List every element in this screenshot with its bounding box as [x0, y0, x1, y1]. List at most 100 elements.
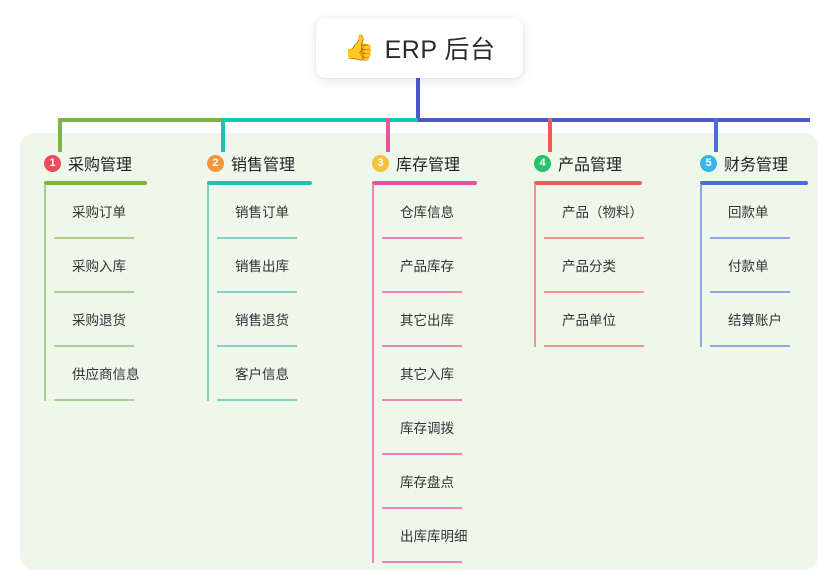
leaf-item-underline: [382, 453, 462, 455]
leaf-item[interactable]: 其它入库: [372, 347, 477, 401]
leaf-item-label: 采购订单: [72, 205, 126, 220]
leaf-item-underline: [710, 237, 790, 239]
leaf-item[interactable]: 客户信息: [207, 347, 312, 401]
column-title-4: 产品管理: [558, 157, 623, 174]
leaf-item-underline: [217, 399, 297, 401]
leaf-spine-4: [534, 185, 536, 347]
leaf-item[interactable]: 库存调拨: [372, 401, 477, 455]
column-badge-2: 2: [207, 154, 224, 172]
leaf-item[interactable]: 销售退货: [207, 293, 312, 347]
leaf-item[interactable]: 付款单: [700, 239, 808, 293]
leaf-item[interactable]: 仓库信息: [372, 185, 477, 239]
connector-drop-3: [386, 118, 390, 152]
connector-drop-1: [58, 118, 62, 152]
leaf-item-underline: [382, 237, 462, 239]
leaf-item[interactable]: 回款单: [700, 185, 808, 239]
leaf-item[interactable]: 产品库存: [372, 239, 477, 293]
column-underline-4: [534, 181, 642, 185]
leaf-item[interactable]: 出库库明细: [372, 509, 477, 563]
leaf-item[interactable]: 采购订单: [44, 185, 147, 239]
leaf-item[interactable]: 供应商信息: [44, 347, 147, 401]
column-title-1: 采购管理: [68, 157, 133, 174]
leaf-item-label: 销售订单: [235, 205, 289, 220]
diagram-panel-background: [20, 133, 818, 570]
column-underline-5: [700, 181, 808, 185]
leaf-item-underline: [217, 345, 297, 347]
column-underline-2: [207, 181, 312, 185]
leaf-item-label: 其它出库: [400, 313, 454, 328]
connector-drop-4: [548, 118, 552, 152]
leaf-item[interactable]: 产品（物料）: [534, 185, 644, 239]
leaf-item-label: 结算账户: [728, 313, 782, 328]
leaf-group-3: 仓库信息产品库存其它出库其它入库库存调拨库存盘点出库库明细: [372, 185, 477, 563]
leaf-item[interactable]: 其它出库: [372, 293, 477, 347]
column-header-4[interactable]: 4 产品管理: [534, 150, 642, 176]
leaf-item-label: 付款单: [728, 259, 769, 274]
leaf-item-underline: [544, 291, 644, 293]
leaf-item-underline: [217, 237, 297, 239]
leaf-spine-1: [44, 185, 46, 401]
bus-segment-blue: [418, 118, 810, 122]
leaf-item-underline: [54, 345, 134, 347]
leaf-spine-5: [700, 185, 702, 347]
leaf-item-underline: [544, 345, 644, 347]
root-node-title: ERP 后台: [384, 36, 496, 64]
leaf-item-label: 采购入库: [72, 259, 126, 274]
column-title-5: 财务管理: [724, 157, 789, 174]
leaf-item[interactable]: 采购退货: [44, 293, 147, 347]
leaf-item-label: 产品库存: [400, 259, 454, 274]
leaf-item[interactable]: 采购入库: [44, 239, 147, 293]
leaf-item-label: 销售退货: [235, 313, 289, 328]
column-badge-1: 1: [44, 154, 61, 172]
leaf-item-underline: [382, 291, 462, 293]
leaf-item[interactable]: 产品单位: [534, 293, 644, 347]
leaf-item-underline: [217, 291, 297, 293]
leaf-group-5: 回款单付款单结算账户: [700, 185, 808, 347]
leaf-item[interactable]: 库存盘点: [372, 455, 477, 509]
leaf-item-underline: [54, 399, 134, 401]
column-underline-3: [372, 181, 477, 185]
leaf-item-underline: [382, 507, 462, 509]
leaf-item-underline: [382, 399, 462, 401]
connector-drop-5: [714, 118, 718, 152]
leaf-item-underline: [710, 345, 790, 347]
leaf-item[interactable]: 产品分类: [534, 239, 644, 293]
bus-segment-green: [60, 118, 227, 122]
leaf-item-underline: [54, 237, 134, 239]
leaf-item-label: 客户信息: [235, 367, 289, 382]
column-4: 4 产品管理产品（物料） 产品分类产品单位: [534, 150, 644, 347]
leaf-item-underline: [710, 291, 790, 293]
connector-drop-2: [221, 118, 225, 152]
bus-segment-teal: [223, 118, 422, 122]
leaf-item-underline: [54, 291, 134, 293]
leaf-item-label: 其它入库: [400, 367, 454, 382]
leaf-spine-3: [372, 185, 374, 563]
leaf-item-label: 库存盘点: [400, 475, 454, 490]
leaf-item-label: 供应商信息: [72, 367, 140, 382]
root-node-card[interactable]: 👍 ERP 后台: [316, 18, 523, 78]
leaf-item-underline: [382, 345, 462, 347]
leaf-item-label: 采购退货: [72, 313, 126, 328]
leaf-item-label: 销售出库: [235, 259, 289, 274]
leaf-item-label: 出库库明细: [400, 529, 468, 544]
column-1: 1 采购管理采购订单采购入库采购退货供应商信息: [44, 150, 147, 401]
leaf-item[interactable]: 销售订单: [207, 185, 312, 239]
leaf-item[interactable]: 结算账户: [700, 293, 808, 347]
thumbs-up-icon: 👍: [343, 33, 375, 62]
leaf-group-4: 产品（物料） 产品分类产品单位: [534, 185, 644, 347]
leaf-item-label: 回款单: [728, 205, 769, 220]
leaf-item-underline: [382, 561, 462, 563]
leaf-group-2: 销售订单销售出库销售退货客户信息: [207, 185, 312, 401]
leaf-item-label: 产品单位: [562, 313, 616, 328]
column-header-1[interactable]: 1 采购管理: [44, 150, 147, 176]
trunk-line: [416, 76, 420, 122]
leaf-item[interactable]: 销售出库: [207, 239, 312, 293]
leaf-item-label: 产品分类: [562, 259, 616, 274]
leaf-item-label: 仓库信息: [400, 205, 454, 220]
column-badge-4: 4: [534, 154, 551, 172]
